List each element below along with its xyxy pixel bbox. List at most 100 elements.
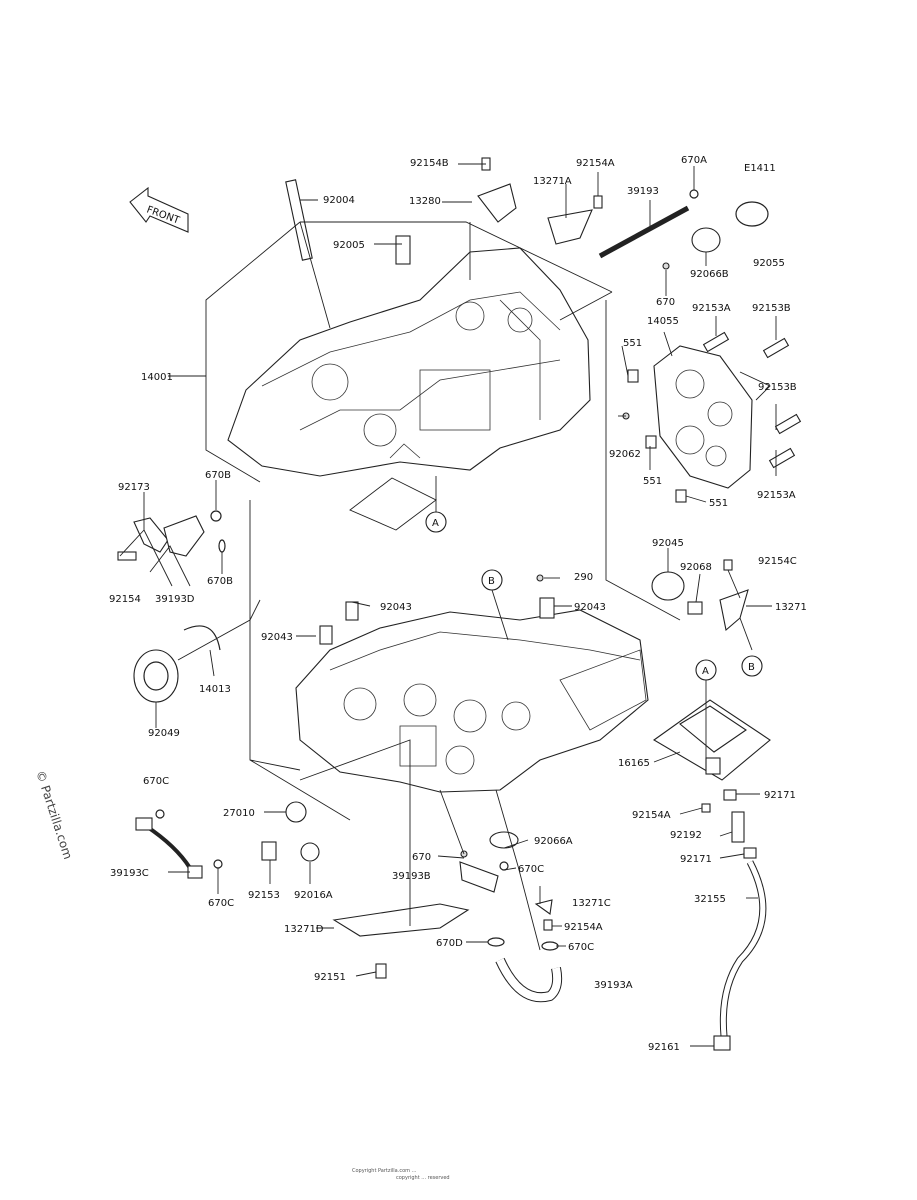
part-labels: 92154B 13280 13271A 92154A 670A 39193 92… (109, 155, 807, 1053)
label-92055: 92055 (753, 258, 785, 269)
label-39193D: 39193D (155, 594, 195, 605)
dowel-92043-c (319, 625, 333, 645)
label-39193: 39193 (627, 186, 659, 197)
pipe-39193A-fill (496, 958, 562, 1002)
plate-13271A (547, 209, 593, 245)
oring-92055 (735, 201, 769, 227)
callout-A-upper: A (425, 511, 447, 533)
bracket-13271C (534, 899, 553, 915)
fitting-92171-a (723, 789, 737, 801)
label-92173: 92173 (118, 482, 150, 493)
label-551-b: 551 (643, 476, 662, 487)
seal-92066B (691, 227, 721, 253)
pipe-39193B (459, 861, 499, 893)
cap-92066A (489, 831, 519, 849)
bolt-92151 (375, 963, 387, 979)
label-39193C: 39193C (110, 868, 149, 879)
bolt-92153A-top (702, 331, 730, 353)
callout-B-lower: B (481, 569, 503, 591)
label-92049: 92049 (148, 728, 180, 739)
label-92045: 92045 (652, 538, 684, 549)
stud-92004 (285, 179, 313, 261)
label-92153A-top: 92153A (692, 303, 731, 314)
front-arrow-icon: FRONT (129, 186, 189, 233)
label-92004: 92004 (323, 195, 355, 206)
bolt-92154C (723, 559, 733, 571)
oring-670-top (662, 262, 670, 270)
label-39193A: 39193A (594, 980, 633, 991)
label-92043-b: 92043 (574, 602, 606, 613)
oil-seal-inner (143, 661, 169, 691)
label-92171-a: 92171 (764, 790, 796, 801)
label-92161: 92161 (648, 1042, 680, 1053)
dowel-92005 (395, 235, 411, 265)
label-92016A: 92016A (294, 890, 333, 901)
oring-670B-b (218, 539, 226, 553)
label-92066A: 92066A (534, 836, 573, 847)
dowel-92043-a (539, 597, 555, 619)
label-670A: 670A (681, 155, 707, 166)
svg-text:B: B (748, 662, 755, 673)
pipe-92192 (731, 811, 745, 843)
bolt-92154A-b (701, 803, 711, 813)
bolt-92154-left (117, 551, 137, 561)
label-13271D: 13271D (284, 924, 324, 935)
pipe-39193C-end (135, 817, 153, 831)
label-670C-d: 670C (568, 942, 594, 953)
bearing-92045 (651, 571, 685, 601)
label-14055: 14055 (647, 316, 679, 327)
hose-32155-fill (720, 860, 766, 1037)
bolt-92153B-mid (774, 413, 802, 435)
bolt-92068 (687, 601, 703, 615)
label-92154A-c: 92154A (564, 922, 603, 933)
bolt-92153 (261, 841, 277, 861)
label-670B-a: 670B (205, 470, 231, 481)
watermark: © Partzilla.com (33, 769, 75, 861)
svg-text:A: A (432, 518, 439, 529)
oring-670C-c (499, 861, 509, 871)
label-670C-b: 670C (518, 864, 544, 875)
dowel-551-a (627, 369, 639, 383)
label-92062: 92062 (609, 449, 641, 460)
label-670C-a: 670C (143, 776, 169, 787)
upper-crankcase (227, 247, 591, 477)
clamp-92161 (713, 1035, 731, 1051)
label-92171-b: 92171 (680, 854, 712, 865)
label-670B-b: 670B (207, 576, 233, 587)
leader-lines (119, 163, 777, 1047)
label-13271: 13271 (775, 602, 807, 613)
label-13271C: 13271C (572, 898, 611, 909)
label-551-c: 551 (709, 498, 728, 509)
label-92066B: 92066B (690, 269, 729, 280)
oring-670C-a (155, 809, 165, 819)
label-92043-a: 92043 (380, 602, 412, 613)
bearing-housing (653, 345, 753, 489)
label-92154A-b: 92154A (632, 810, 671, 821)
label-670D: 670D (436, 938, 463, 949)
label-92154: 92154 (109, 594, 141, 605)
label-670-mid: 670 (412, 852, 431, 863)
label-92068: 92068 (680, 562, 712, 573)
dowel-551-c (675, 489, 687, 503)
oring-670C-d (541, 941, 559, 951)
label-92151: 92151 (314, 972, 346, 983)
label-13271A: 13271A (533, 176, 572, 187)
label-39193B: 39193B (392, 871, 431, 882)
label-670C-c: 670C (208, 898, 234, 909)
label-14001: 14001 (141, 372, 173, 383)
plate-13271D (332, 903, 470, 937)
dowel-92043-b (345, 601, 359, 621)
label-92153: 92153 (248, 890, 280, 901)
bracket-13280 (477, 183, 517, 223)
lower-crankcase (295, 609, 649, 793)
fitting-92171-b (743, 847, 757, 859)
label-670-top: 670 (656, 297, 675, 308)
bracket-13271 (719, 589, 749, 632)
label-92154B: 92154B (410, 158, 449, 169)
label-92005: 92005 (333, 240, 365, 251)
label-92153B-top: 92153B (752, 303, 791, 314)
oil-seal-92049 (133, 649, 179, 703)
pipe-39193C (144, 824, 192, 870)
oil-pan (652, 699, 771, 781)
